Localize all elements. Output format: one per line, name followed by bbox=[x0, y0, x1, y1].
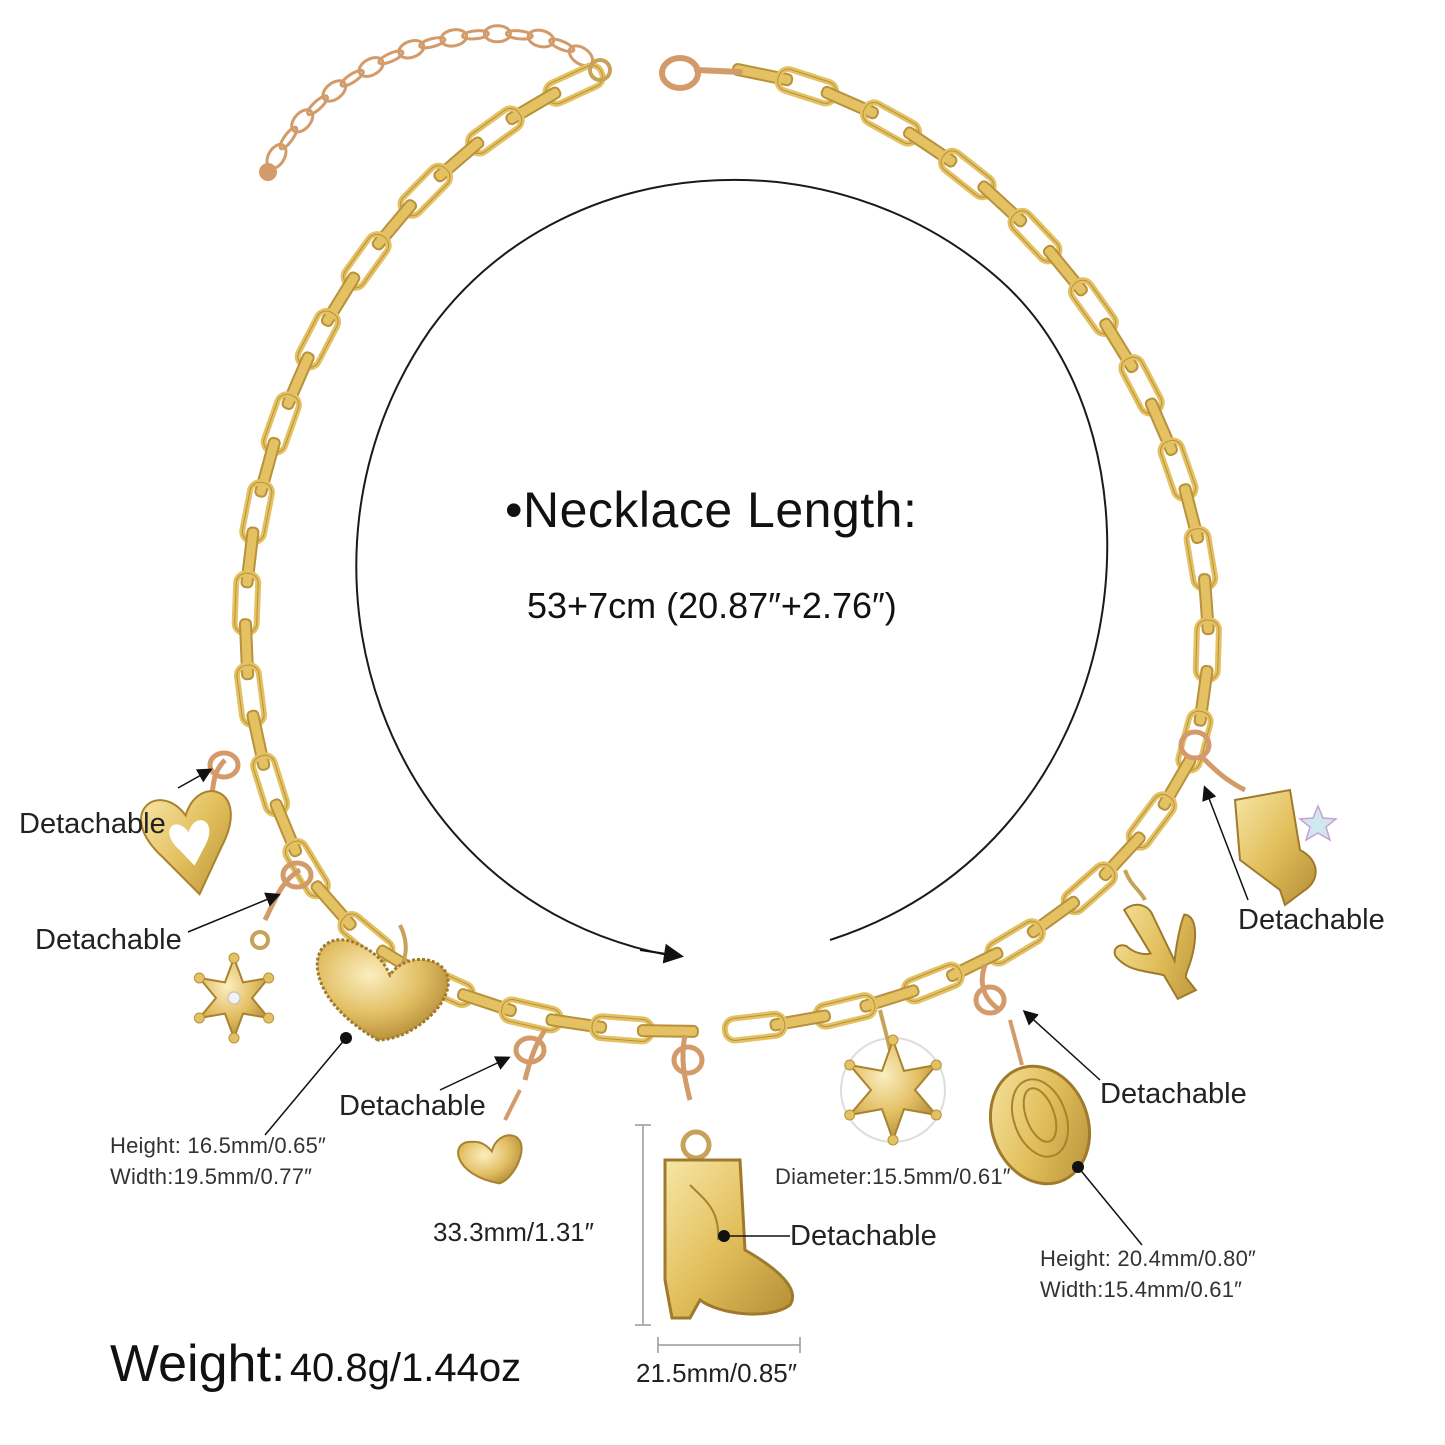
extender-link-icon bbox=[548, 37, 576, 54]
chain-link-icon bbox=[310, 880, 357, 931]
chain-link-icon bbox=[254, 436, 281, 498]
star-tip-icon bbox=[887, 1034, 899, 1046]
heart-dimensions: Height: 16.5mm/0.65″ Width:19.5mm/0.77″ bbox=[110, 1135, 326, 1197]
puffy-heart-charm-icon bbox=[315, 924, 450, 1044]
boot-dimension-lines bbox=[635, 1124, 801, 1353]
hat-height: Height: 20.4mm/0.80″ bbox=[1040, 1246, 1257, 1271]
star-tip-icon bbox=[844, 1109, 856, 1121]
hat-dimensions: Height: 20.4mm/0.80″ Width:15.4mm/0.61″ bbox=[1040, 1248, 1256, 1310]
extender-link-icon bbox=[397, 39, 426, 60]
chain-link-icon bbox=[1098, 831, 1146, 882]
extender-link-icon bbox=[290, 108, 315, 134]
star-tip-icon bbox=[193, 972, 205, 984]
paperclip-chain bbox=[231, 62, 1222, 1045]
detachable-label-5: Detachable bbox=[1100, 1078, 1247, 1110]
chain-link-icon bbox=[246, 709, 271, 771]
extender-link-icon bbox=[439, 28, 469, 48]
boot-height-label: 33.3mm/1.31″ bbox=[433, 1217, 594, 1247]
weight-value: 40.8g/1.44oz bbox=[289, 1346, 522, 1390]
star-diameter-label: Diameter:15.5mm/0.61″ bbox=[775, 1164, 1011, 1189]
chain-link-icon bbox=[724, 1013, 786, 1041]
length-title-text: Necklace Length: bbox=[523, 482, 918, 538]
star-tip-icon bbox=[228, 1032, 240, 1044]
chain-link-icon bbox=[1178, 483, 1205, 545]
chain-link-icon bbox=[1026, 895, 1081, 939]
hat-width: Width:15.4mm/0.61″ bbox=[1040, 1277, 1243, 1302]
heart-outline-charm-icon bbox=[140, 750, 241, 896]
annotation-arrows bbox=[177, 768, 1249, 1246]
extender-chain bbox=[259, 24, 595, 181]
extender-link-icon bbox=[357, 56, 385, 78]
extender-link-icon bbox=[321, 79, 348, 103]
length-arc bbox=[355, 178, 1109, 964]
chain-link-icon bbox=[1042, 244, 1088, 297]
star-tip-icon bbox=[228, 952, 240, 964]
chain-link-icon bbox=[977, 180, 1028, 228]
extender-link-icon bbox=[482, 24, 512, 44]
heart-height: Height: 16.5mm/0.65″ bbox=[110, 1133, 327, 1158]
extender-link-icon bbox=[504, 29, 534, 41]
detachable-label-1: Detachable bbox=[19, 808, 166, 840]
chain-link-icon bbox=[902, 126, 958, 168]
detachable-label-4: Detachable bbox=[790, 1220, 937, 1252]
heart-width: Width:19.5mm/0.77″ bbox=[110, 1164, 313, 1189]
extender-link-icon bbox=[278, 125, 299, 151]
detachable-label-6: Detachable bbox=[1238, 904, 1385, 936]
lobster-clasp-icon bbox=[588, 55, 743, 91]
extender-link-icon bbox=[377, 49, 405, 66]
boot-width-label: 21.5mm/0.85″ bbox=[636, 1358, 797, 1388]
sheriff-star-small-icon bbox=[196, 860, 314, 1041]
extender-link-icon bbox=[461, 29, 490, 41]
extender-link-icon bbox=[526, 28, 556, 49]
star-tip-icon bbox=[930, 1109, 942, 1121]
cowboy-boot-charm-icon bbox=[663, 1034, 795, 1320]
cowboy-hat-charm-icon bbox=[973, 964, 1092, 1186]
small-boot-charm-icon bbox=[1178, 729, 1338, 907]
sheriff-star-large-icon bbox=[840, 1009, 946, 1143]
star-tip-icon bbox=[193, 1012, 205, 1024]
extender-link-icon bbox=[339, 68, 365, 88]
detachable-label-2: Detachable bbox=[35, 924, 182, 956]
length-value: 53+7cm (20.87″+2.76″) bbox=[527, 585, 897, 626]
bullet: • bbox=[505, 482, 524, 538]
star-tip-icon bbox=[263, 1012, 275, 1024]
star-tip-icon bbox=[930, 1059, 942, 1071]
extender-link-icon bbox=[306, 94, 329, 117]
extender-end-icon bbox=[259, 163, 277, 181]
detachable-label-3: Detachable bbox=[339, 1090, 486, 1122]
chain-link-icon bbox=[636, 1024, 699, 1038]
weight-info: Weight: 40.8g/1.44oz bbox=[110, 1338, 521, 1390]
length-title: •Necklace Length: bbox=[505, 485, 917, 535]
small-heart-charm-icon bbox=[457, 1028, 548, 1185]
chain-link-icon bbox=[371, 199, 418, 251]
star-tip-icon bbox=[263, 972, 275, 984]
weight-label: Weight: bbox=[110, 1335, 286, 1393]
cactus-charm-icon bbox=[1113, 869, 1198, 1001]
extender-link-icon bbox=[418, 36, 447, 50]
enamel-star-icon bbox=[1298, 804, 1338, 842]
chain-link-icon bbox=[433, 136, 485, 183]
star-tip-icon bbox=[844, 1059, 856, 1071]
star-tip-icon bbox=[887, 1134, 899, 1146]
